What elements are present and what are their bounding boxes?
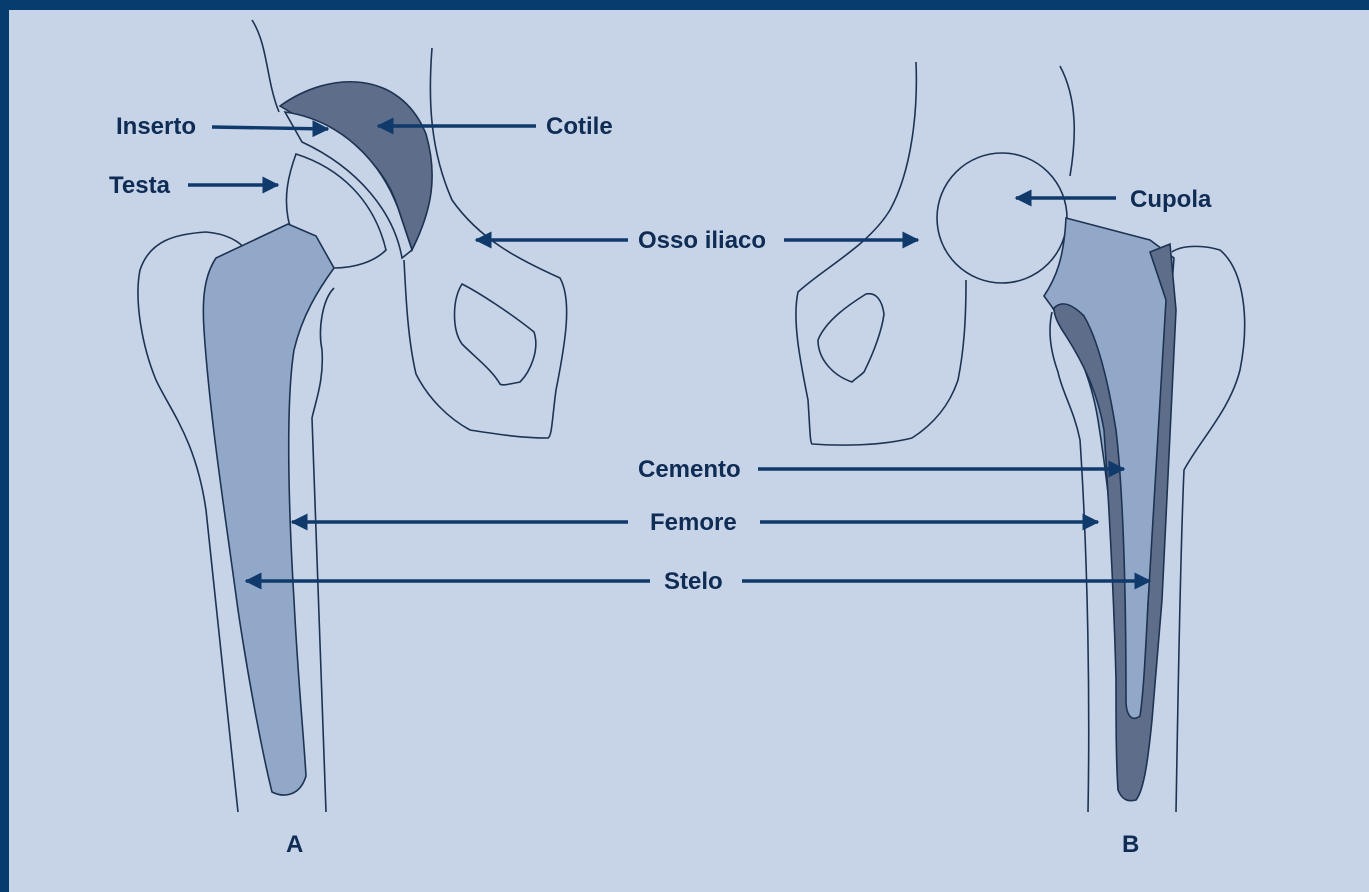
cupola: [937, 153, 1067, 283]
arrow-inserto: [212, 127, 328, 129]
label-femore: Femore: [650, 509, 737, 536]
label-inserto: Inserto: [116, 113, 196, 140]
figure-a: [138, 20, 567, 812]
label-panel-a: A: [286, 831, 303, 858]
label-panel-b: B: [1122, 831, 1139, 858]
label-testa: Testa: [109, 172, 171, 199]
femoral-stem-a: [203, 224, 334, 795]
figure-b: [796, 62, 1245, 812]
label-cupola: Cupola: [1130, 186, 1212, 213]
obturator-foramen-a: [455, 284, 536, 385]
label-stelo: Stelo: [664, 568, 723, 595]
obturator-foramen-b: [818, 294, 884, 382]
label-cemento: Cemento: [638, 456, 741, 483]
label-osso-iliaco: Osso iliaco: [638, 227, 766, 254]
label-cotile: Cotile: [546, 113, 613, 140]
